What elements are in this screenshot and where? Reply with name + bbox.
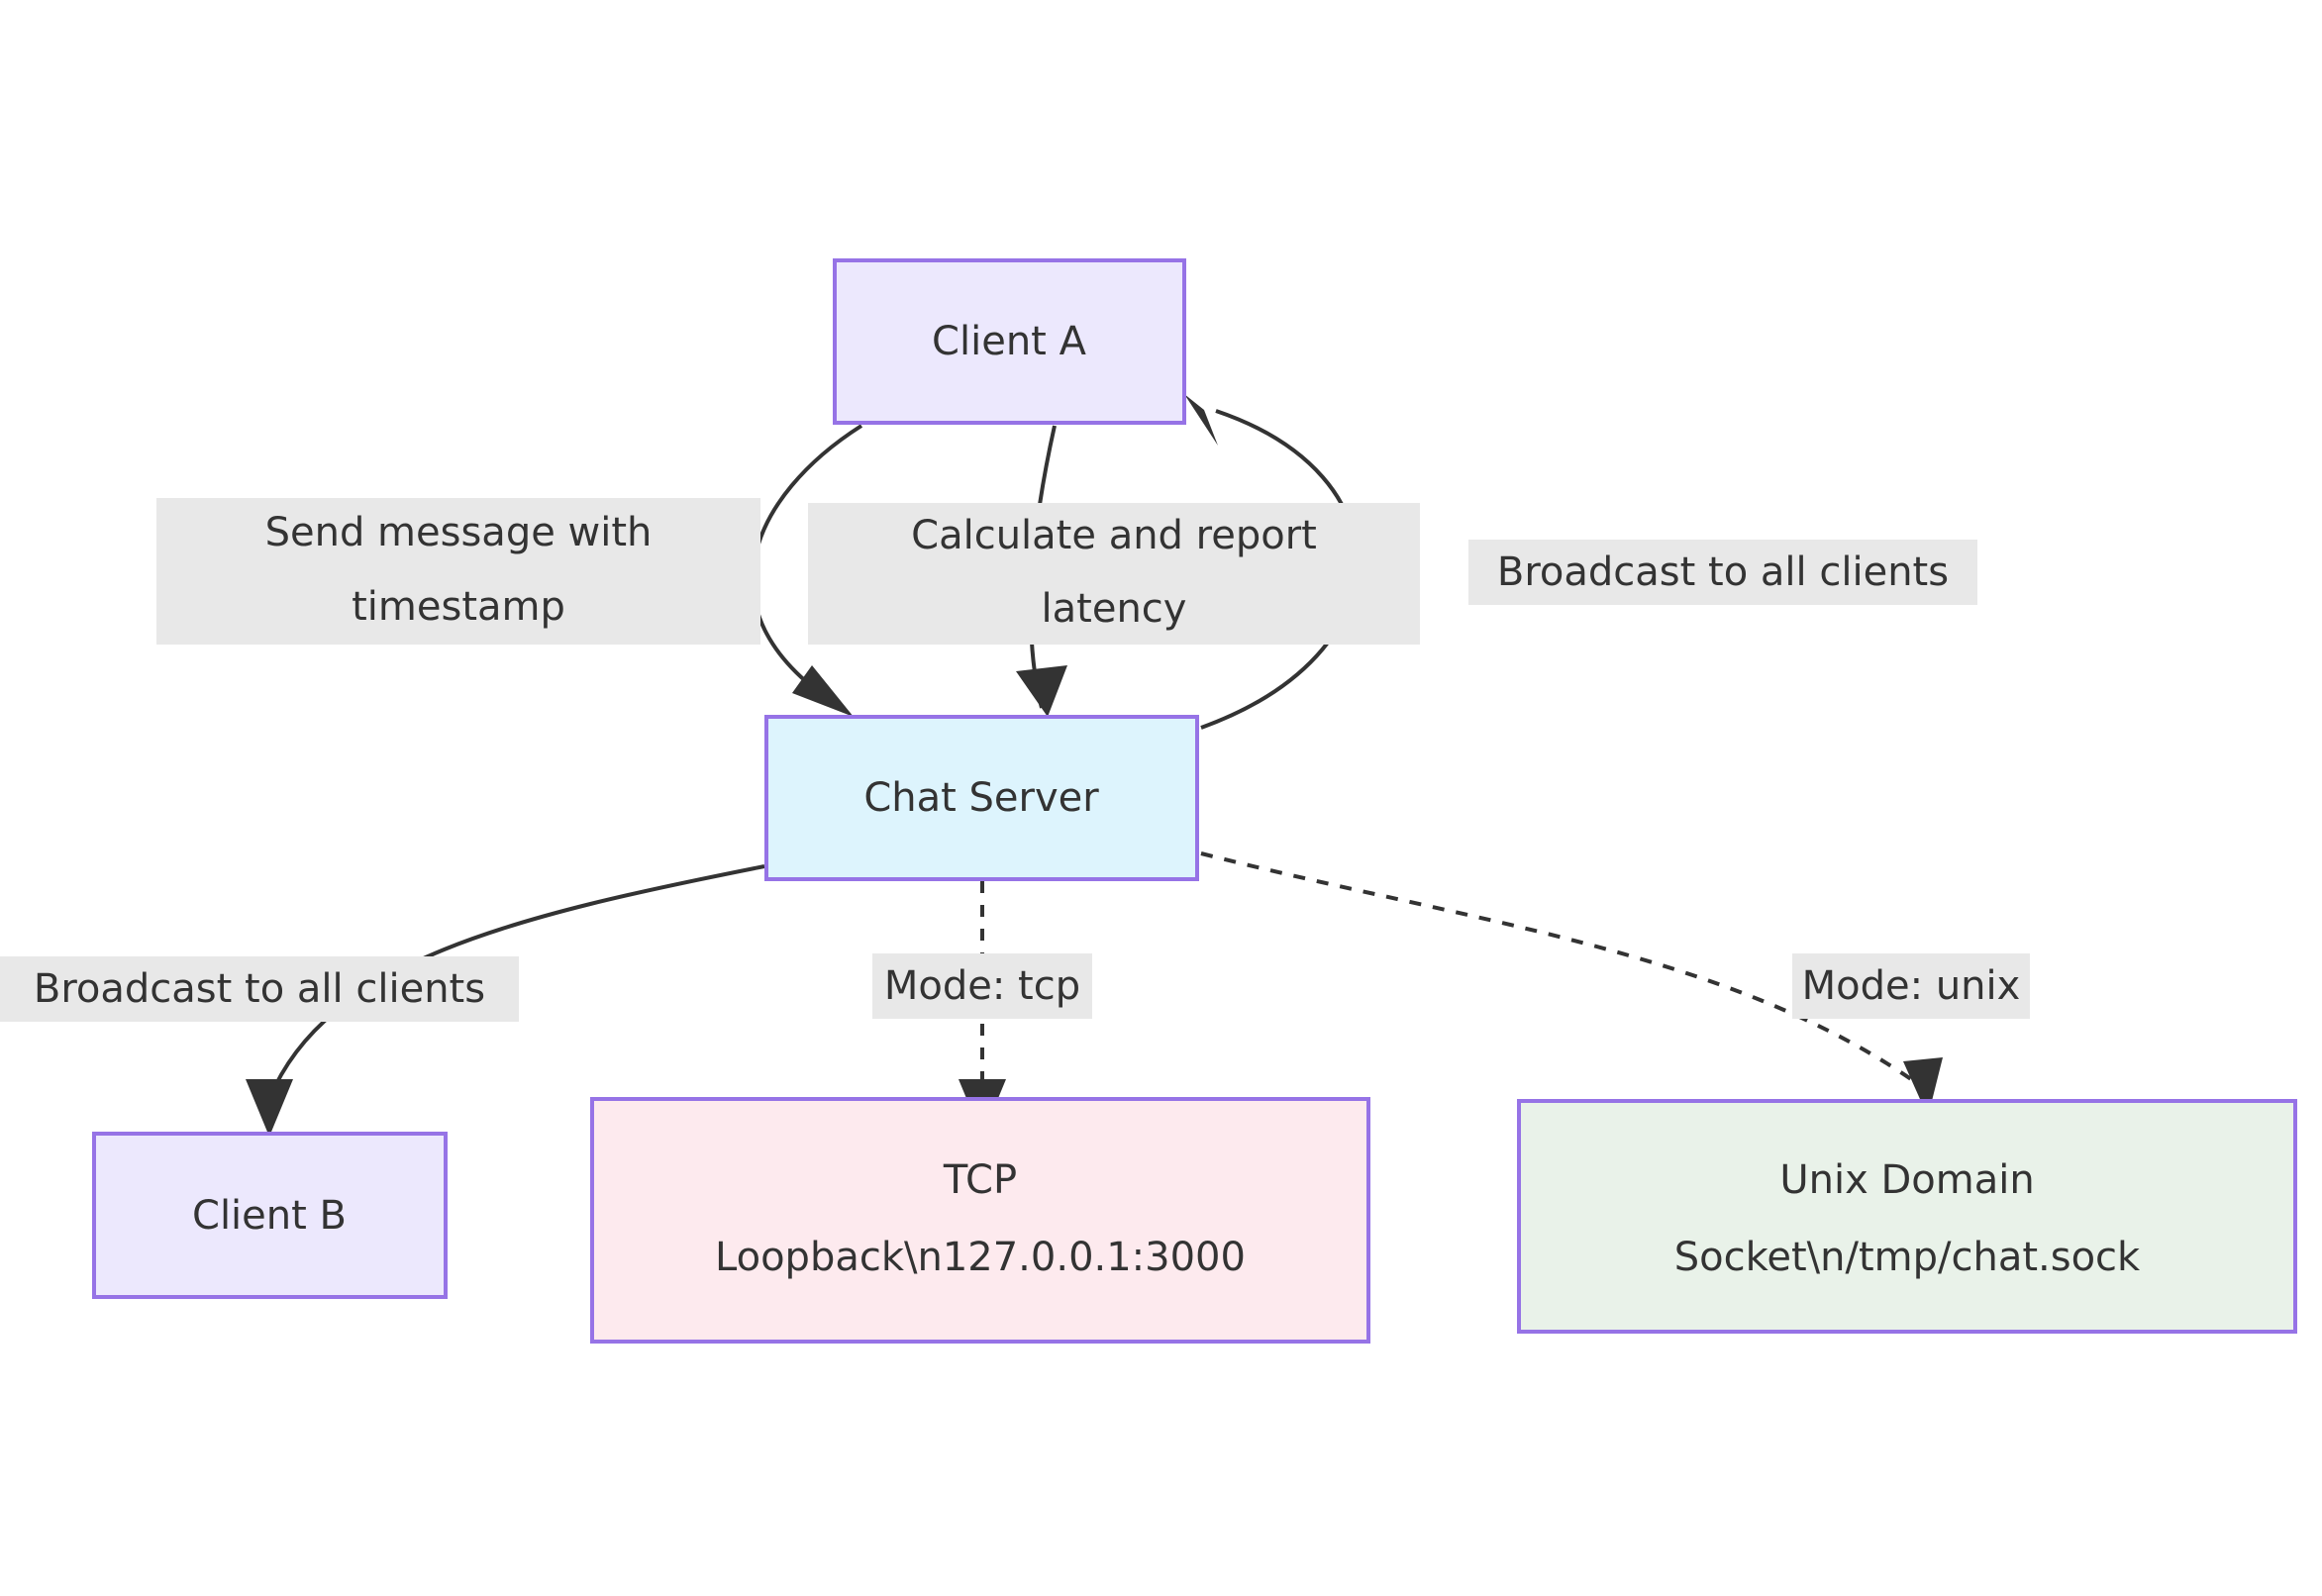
edge-label-mode-unix: Mode: unix: [1792, 953, 2030, 1019]
arrowhead-chat-server-to-client-b: [246, 1079, 293, 1137]
edge-label-broadcast-client-b: Broadcast to all clients: [0, 956, 519, 1022]
edge-label-broadcast-client-a-text: Broadcast to all clients: [1497, 549, 1949, 595]
edge-label-bg-broadcast-client-a: [1468, 540, 1977, 605]
edge-labels-layer: Send message with timestamp Calculate an…: [0, 498, 2030, 1022]
arrowhead-client-a-to-chat-server-latency: [1016, 665, 1067, 717]
node-unix-socket[interactable]: Unix Domain Socket\n/tmp/chat.sock: [1517, 1099, 2297, 1334]
node-client-b-rect[interactable]: [92, 1132, 448, 1299]
nodes-layer: Client A Chat Server Client B TCP Loopba…: [92, 258, 2297, 1344]
node-client-a-label: Client A: [932, 319, 1087, 364]
edge-label-send-message-line1: Send message with: [265, 510, 653, 555]
node-unix-socket-label-line1: Unix Domain: [1779, 1157, 2034, 1203]
node-client-a[interactable]: Client A: [833, 258, 1186, 425]
node-tcp-rect[interactable]: [590, 1097, 1370, 1344]
edge-label-bg-mode-unix: [1792, 953, 2030, 1019]
edge-label-bg-calculate-latency: [808, 503, 1420, 645]
node-chat-server-rect[interactable]: [764, 715, 1199, 881]
edge-label-broadcast-client-a: Broadcast to all clients: [1468, 540, 1977, 605]
edge-label-calculate-latency-line2: latency: [1042, 586, 1187, 632]
node-tcp-label-line1: TCP: [943, 1157, 1017, 1203]
edge-label-mode-unix-text: Mode: unix: [1802, 963, 2021, 1009]
arrowhead-chat-server-to-unix: [1903, 1057, 1943, 1117]
edge-label-broadcast-client-b-text: Broadcast to all clients: [34, 966, 485, 1012]
node-client-b-label: Client B: [192, 1193, 347, 1239]
edge-label-bg-send-message: [156, 498, 760, 645]
edge-chat-server-to-unix[interactable]: [1200, 851, 1913, 1081]
edge-label-bg-mode-tcp: [872, 953, 1092, 1019]
edge-chat-server-to-client-b[interactable]: [267, 864, 765, 1100]
node-unix-socket-rect[interactable]: [1517, 1099, 2297, 1334]
node-tcp-label-line2: Loopback\n127.0.0.1:3000: [715, 1235, 1246, 1280]
node-chat-server[interactable]: Chat Server: [764, 715, 1199, 881]
node-unix-socket-label-line2: Socket\n/tmp/chat.sock: [1674, 1235, 2141, 1280]
edge-label-mode-tcp-text: Mode: tcp: [884, 963, 1080, 1009]
edge-label-calculate-latency: Calculate and report latency: [808, 503, 1420, 645]
edge-label-calculate-latency-line1: Calculate and report: [911, 513, 1317, 558]
arrowhead-chat-server-to-client-a: [1184, 394, 1218, 446]
edge-label-bg-broadcast-client-b: [0, 956, 519, 1022]
edge-label-mode-tcp: Mode: tcp: [872, 953, 1092, 1019]
node-client-a-rect[interactable]: [833, 258, 1186, 425]
node-client-b[interactable]: Client B: [92, 1132, 448, 1299]
node-tcp[interactable]: TCP Loopback\n127.0.0.1:3000: [590, 1097, 1370, 1344]
edge-label-send-message-line2: timestamp: [352, 584, 565, 630]
edge-label-send-message: Send message with timestamp: [156, 498, 760, 645]
arrowhead-client-a-to-chat-server: [792, 665, 854, 717]
node-chat-server-label: Chat Server: [863, 775, 1099, 821]
